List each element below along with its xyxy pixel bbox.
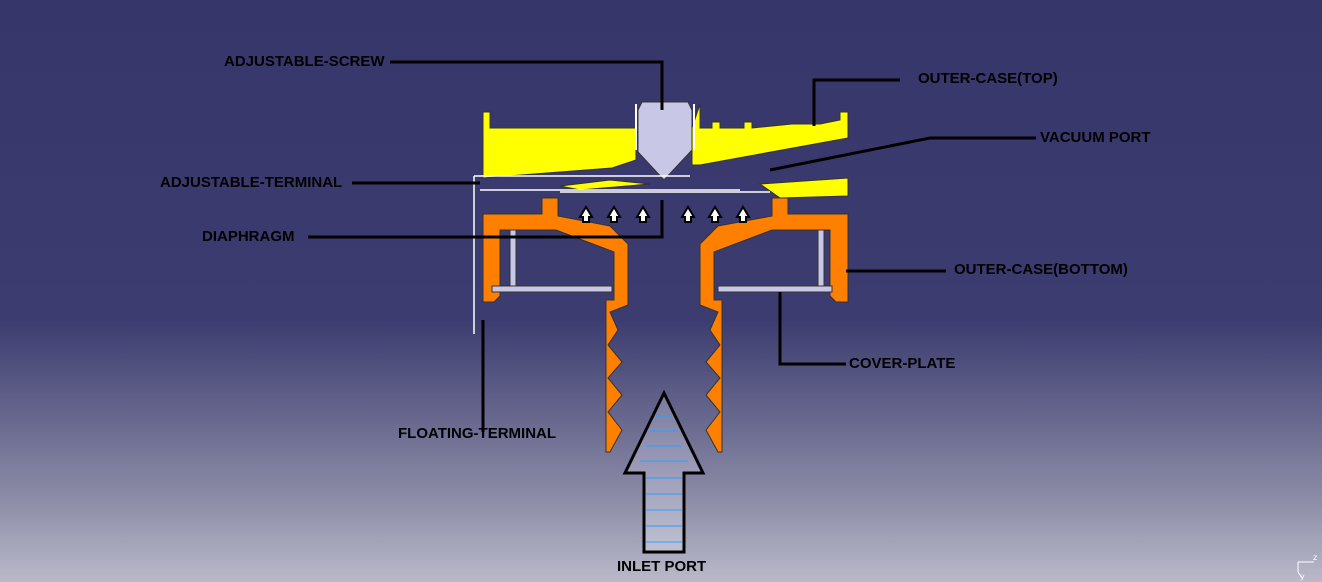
leader-adjustable-screw: [390, 60, 664, 110]
label-floating-terminal: FLOATING-TERMINAL: [398, 425, 557, 442]
label-vacuum-port: VACUUM PORT: [1040, 129, 1151, 146]
outer-case-top: [482, 103, 849, 199]
axis-z-label: z: [1313, 553, 1318, 562]
leader-lines: [308, 60, 1036, 432]
outer-case-bottom: [482, 197, 849, 453]
diaphragm-and-terminals: [473, 175, 770, 334]
cover-plate: [491, 229, 833, 293]
axis-y-label: y: [1300, 572, 1305, 581]
inlet-flow-arrow: [622, 389, 706, 554]
label-outer-case-bottom: OUTER-CASE(BOTTOM): [954, 261, 1128, 278]
label-adjustable-screw: ADJUSTABLE-SCREW: [224, 53, 385, 70]
label-outer-case-top: OUTER-CASE(TOP): [918, 70, 1058, 87]
label-cover-plate: COVER-PLATE: [849, 355, 956, 372]
label-inlet-port: INLET PORT: [617, 558, 707, 575]
label-diaphragm: DIAPHRAGM: [202, 228, 295, 245]
pressure-arrows: [578, 205, 751, 223]
leader-vacuum-port: [769, 136, 1036, 172]
adjustable-screw: [635, 101, 695, 181]
label-adjustable-terminal: ADJUSTABLE-TERMINAL: [160, 174, 343, 191]
axis-triad: [1297, 561, 1314, 579]
leader-cover-plate: [778, 292, 846, 366]
leader-outer-case-top: [812, 78, 900, 126]
leader-diaphragm: [308, 200, 664, 239]
